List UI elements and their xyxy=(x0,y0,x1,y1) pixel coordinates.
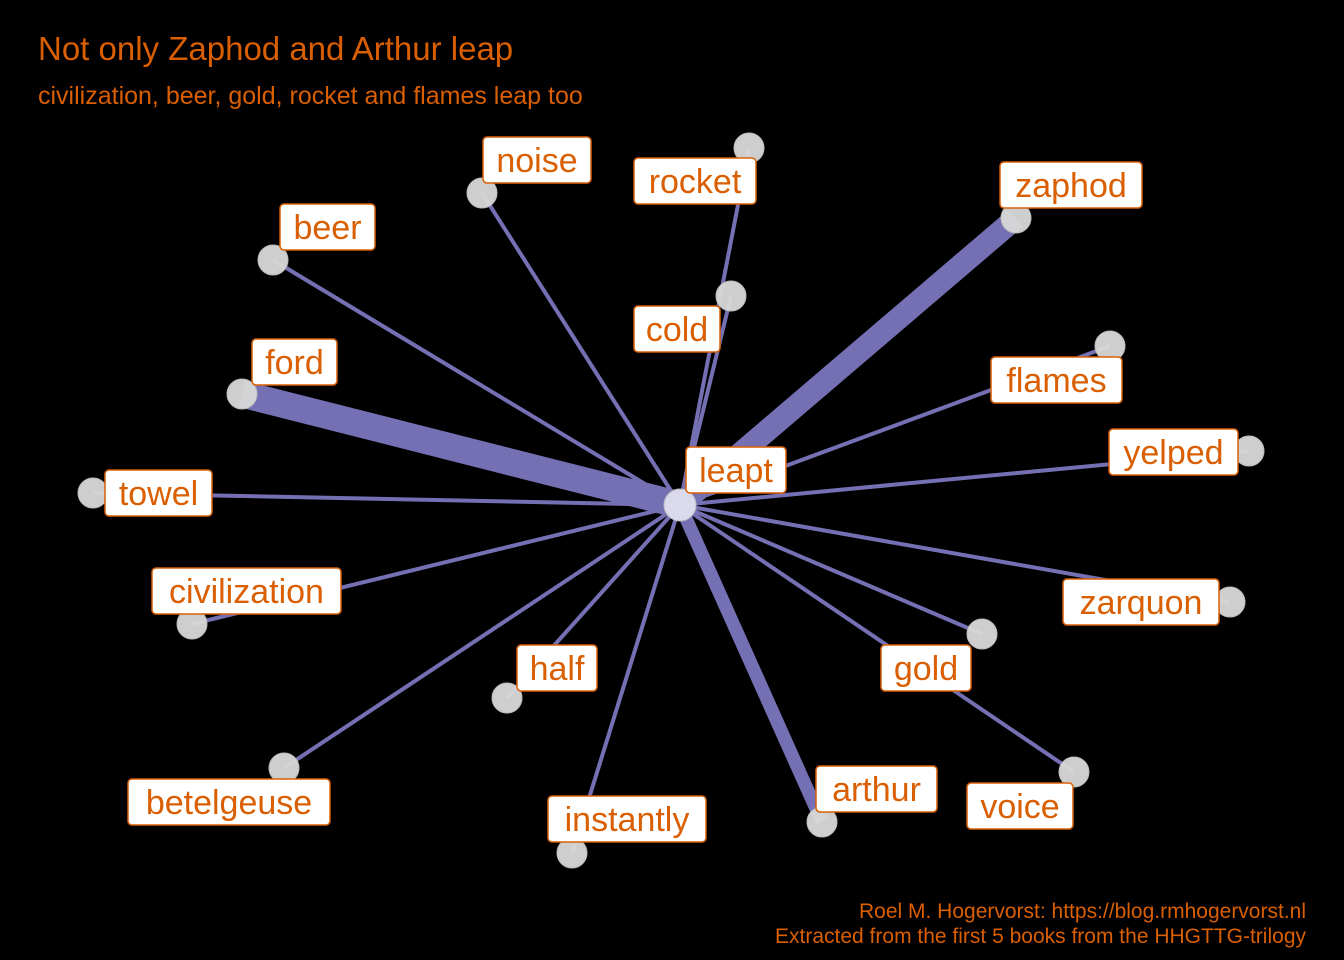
label-zarquon: zarquon xyxy=(1062,578,1220,626)
label-box-arthur xyxy=(815,765,938,813)
label-arthur: arthur xyxy=(815,765,938,813)
label-box-rocket xyxy=(633,157,757,205)
label-text-towel: towel xyxy=(119,475,198,513)
node-towel xyxy=(77,477,109,509)
node-ford xyxy=(226,378,258,410)
edge-leapt-beer xyxy=(271,258,682,507)
label-cold: cold xyxy=(633,305,721,353)
caption-author: Roel M. Hogervorst: https://blog.rmhoger… xyxy=(858,900,1306,923)
chart-subtitle: civilization, beer, gold, rocket and fla… xyxy=(38,82,583,110)
label-flames: flames xyxy=(990,356,1123,404)
label-box-towel xyxy=(104,469,213,517)
label-text-zarquon: zarquon xyxy=(1080,584,1203,622)
label-text-gold: gold xyxy=(894,650,958,688)
label-box-ford xyxy=(251,338,338,386)
caption-source: Extracted from the first 5 books from th… xyxy=(775,925,1306,948)
label-text-flames: flames xyxy=(1006,362,1106,400)
label-box-leapt xyxy=(685,446,787,494)
label-yelped: yelped xyxy=(1108,428,1239,476)
node-noise xyxy=(466,177,498,209)
label-ford: ford xyxy=(251,338,338,386)
label-box-yelped xyxy=(1108,428,1239,476)
node-cold xyxy=(715,280,747,312)
node-half xyxy=(491,682,523,714)
label-voice: voice xyxy=(966,782,1074,830)
label-betelgeuse: betelgeuse xyxy=(127,778,331,826)
label-text-yelped: yelped xyxy=(1123,434,1223,472)
node-voice xyxy=(1058,756,1090,788)
edge-leapt-arthur xyxy=(673,502,829,825)
label-text-ford: ford xyxy=(265,344,324,382)
label-box-zarquon xyxy=(1062,578,1220,626)
label-instantly: instantly xyxy=(547,795,707,843)
label-box-flames xyxy=(990,356,1123,404)
label-box-voice xyxy=(966,782,1074,830)
label-zaphod: zaphod xyxy=(999,161,1143,209)
chart-title: Not only Zaphod and Arthur leap xyxy=(38,30,514,67)
label-box-noise xyxy=(482,136,592,184)
label-rocket: rocket xyxy=(633,157,757,205)
label-text-cold: cold xyxy=(646,311,708,349)
label-text-betelgeuse: betelgeuse xyxy=(146,784,312,822)
label-text-leapt: leapt xyxy=(699,452,773,490)
label-box-gold xyxy=(880,644,972,692)
label-noise: noise xyxy=(482,136,592,184)
label-text-zaphod: zaphod xyxy=(1015,167,1127,205)
label-beer: beer xyxy=(279,203,376,251)
label-box-cold xyxy=(633,305,721,353)
edge-leapt-voice xyxy=(678,503,1076,774)
label-text-voice: voice xyxy=(980,788,1059,826)
label-text-civilization: civilization xyxy=(169,573,324,611)
edge-leapt-betelgeuse xyxy=(282,503,682,770)
edge-leapt-noise xyxy=(480,191,682,507)
label-half: half xyxy=(516,644,598,692)
label-text-arthur: arthur xyxy=(832,771,921,809)
label-text-noise: noise xyxy=(496,142,577,180)
node-gold xyxy=(966,618,998,650)
label-leapt: leapt xyxy=(685,446,787,494)
label-box-instantly xyxy=(547,795,707,843)
label-towel: towel xyxy=(104,469,213,517)
label-box-beer xyxy=(279,203,376,251)
label-gold: gold xyxy=(880,644,972,692)
label-box-half xyxy=(516,644,598,692)
edge-leapt-ford xyxy=(238,380,684,519)
edge-leapt-instantly xyxy=(570,504,682,854)
node-leapt xyxy=(663,488,697,522)
label-box-zaphod xyxy=(999,161,1143,209)
nodes-layer xyxy=(77,132,1265,869)
label-civilization: civilization xyxy=(151,567,342,615)
label-text-half: half xyxy=(530,650,585,688)
label-box-betelgeuse xyxy=(127,778,331,826)
labels-layer: zaphod ford arthur noise rocket beer cold flame… xyxy=(104,136,1239,843)
edge-leapt-gold xyxy=(679,503,983,636)
label-box-civilization xyxy=(151,567,342,615)
label-text-instantly: instantly xyxy=(565,801,690,839)
label-text-rocket: rocket xyxy=(649,163,742,201)
label-text-beer: beer xyxy=(293,209,361,247)
node-beer xyxy=(257,244,289,276)
